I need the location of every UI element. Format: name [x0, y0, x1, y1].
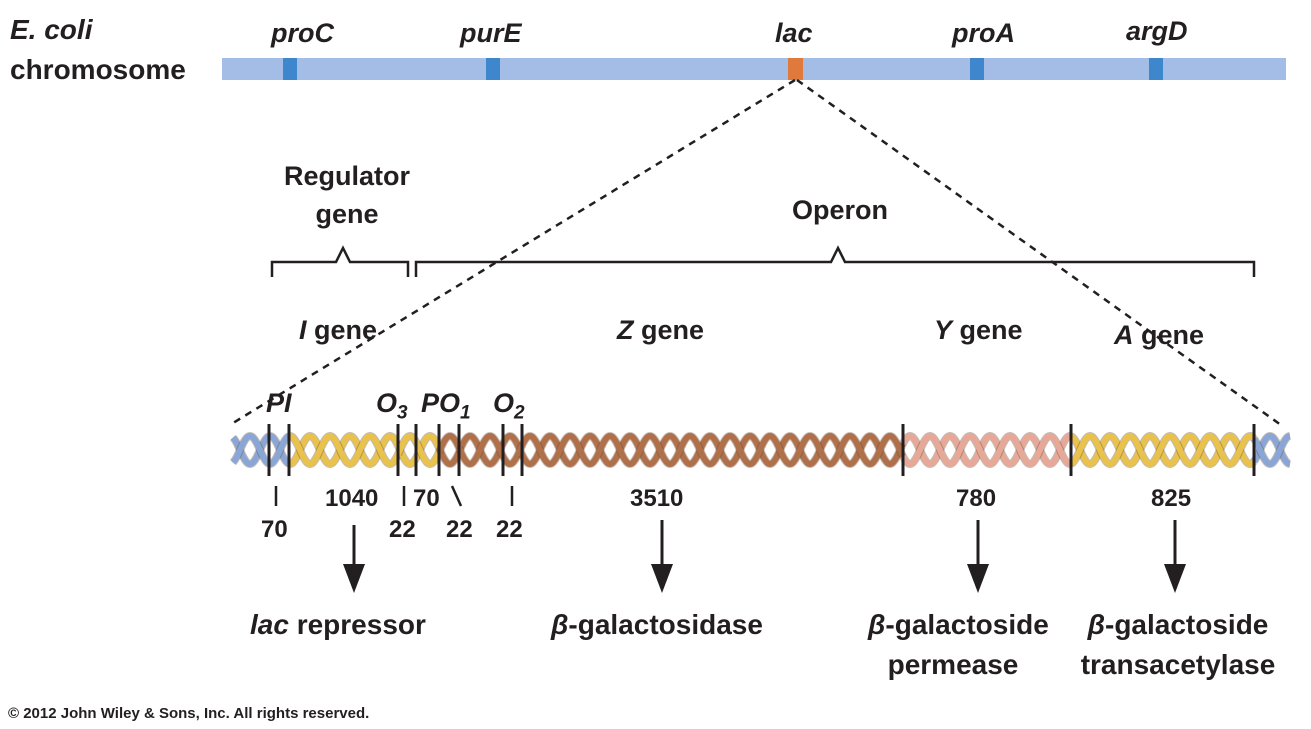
helix-strand	[268, 433, 291, 468]
helix-strand	[395, 432, 419, 456]
length-promoter: 70	[413, 485, 440, 512]
gene-label-proA: proA	[952, 18, 1015, 48]
chromosome-title-line1: E. coli	[10, 14, 93, 45]
chromosome-bar	[222, 58, 1286, 80]
helix-segment-a-gene	[1069, 431, 1258, 469]
length-ticks	[274, 485, 514, 507]
helix-strand	[456, 432, 525, 468]
proA-marker	[970, 58, 984, 80]
helix-strand	[456, 432, 525, 468]
regulator-gene-label: Regulator gene	[262, 157, 432, 233]
helix-segment-o3	[394, 431, 420, 469]
length-o2: 22	[496, 516, 523, 543]
chromosome-title-line2: chromosome	[10, 54, 186, 85]
dna-helix	[229, 431, 1291, 469]
lac-marker	[788, 58, 803, 80]
helix-strand	[900, 432, 1072, 468]
product-galactoside-permease: β-galactoside permease	[868, 609, 1049, 680]
helix-segment-promoter	[412, 431, 443, 469]
helix-segment-pi	[268, 431, 291, 469]
proC-marker	[283, 58, 297, 80]
helix-strand	[413, 440, 442, 468]
gene-label-proC: proC	[271, 18, 334, 48]
length-a-gene: 825	[1151, 485, 1192, 512]
zoom-line-left	[232, 78, 796, 425]
product-arrows	[343, 520, 1186, 593]
chromosome-title: E. coli chromosome	[10, 10, 186, 90]
helix-strand	[519, 432, 906, 468]
length-z-gene: 3510	[630, 485, 684, 512]
regulator-bracket	[270, 245, 410, 277]
o3-site-label: O3	[376, 388, 408, 424]
helix-strand	[1251, 433, 1291, 468]
helix-segment-o2	[455, 431, 526, 469]
i-gene-label: I gene	[299, 315, 378, 345]
gene-label-lac: lac	[775, 18, 813, 48]
zoom-line-right	[796, 78, 1282, 427]
gene-label-purE: purE	[460, 18, 522, 48]
length-pi: 70	[261, 516, 288, 543]
length-o1: 22	[446, 516, 473, 543]
product-galactoside-transacetylase: β-galactoside transacetylase	[1080, 609, 1276, 680]
helix-segment-z-gene	[518, 431, 907, 469]
helix-segment-i-gene	[288, 431, 402, 469]
product-beta-galactosidase: β-galactosidase	[551, 609, 763, 640]
gene-label-argD: argD	[1126, 16, 1188, 46]
helix-segment-y-gene	[899, 431, 1072, 469]
length-i-gene: 1040	[325, 485, 379, 512]
argD-marker	[1149, 58, 1163, 80]
helix-strand	[230, 432, 271, 467]
helix-strand	[436, 446, 462, 468]
pi-site-label: PI	[266, 388, 292, 418]
product-lac-repressor: lac repressor	[250, 609, 426, 640]
helix-strand	[1069, 432, 1257, 468]
helix-segment-o1	[435, 431, 463, 469]
purE-marker	[486, 58, 500, 80]
regulator-label-line1: Regulator	[283, 161, 410, 191]
length-y-gene: 780	[956, 485, 997, 512]
helix-boundaries	[267, 424, 1256, 476]
helix-segment-flank-left	[229, 431, 271, 469]
copyright-notice: © 2012 John Wiley & Sons, Inc. All right…	[8, 705, 370, 722]
z-gene-label: Z gene	[617, 315, 705, 345]
po1-site-label: PO1	[421, 388, 471, 424]
helix-segment-flank-right	[1250, 431, 1291, 469]
operon-bracket	[414, 245, 1256, 277]
regulator-label-line2: gene	[315, 199, 379, 229]
y-gene-label: Y gene	[934, 315, 1023, 345]
o2-site-label: O2	[493, 388, 525, 424]
length-o3: 22	[389, 516, 416, 543]
helix-strand	[900, 432, 1072, 468]
a-gene-label: A gene	[1114, 320, 1205, 350]
helix-strand	[436, 432, 462, 454]
operon-label: Operon	[791, 195, 888, 225]
helix-strand	[288, 432, 401, 468]
